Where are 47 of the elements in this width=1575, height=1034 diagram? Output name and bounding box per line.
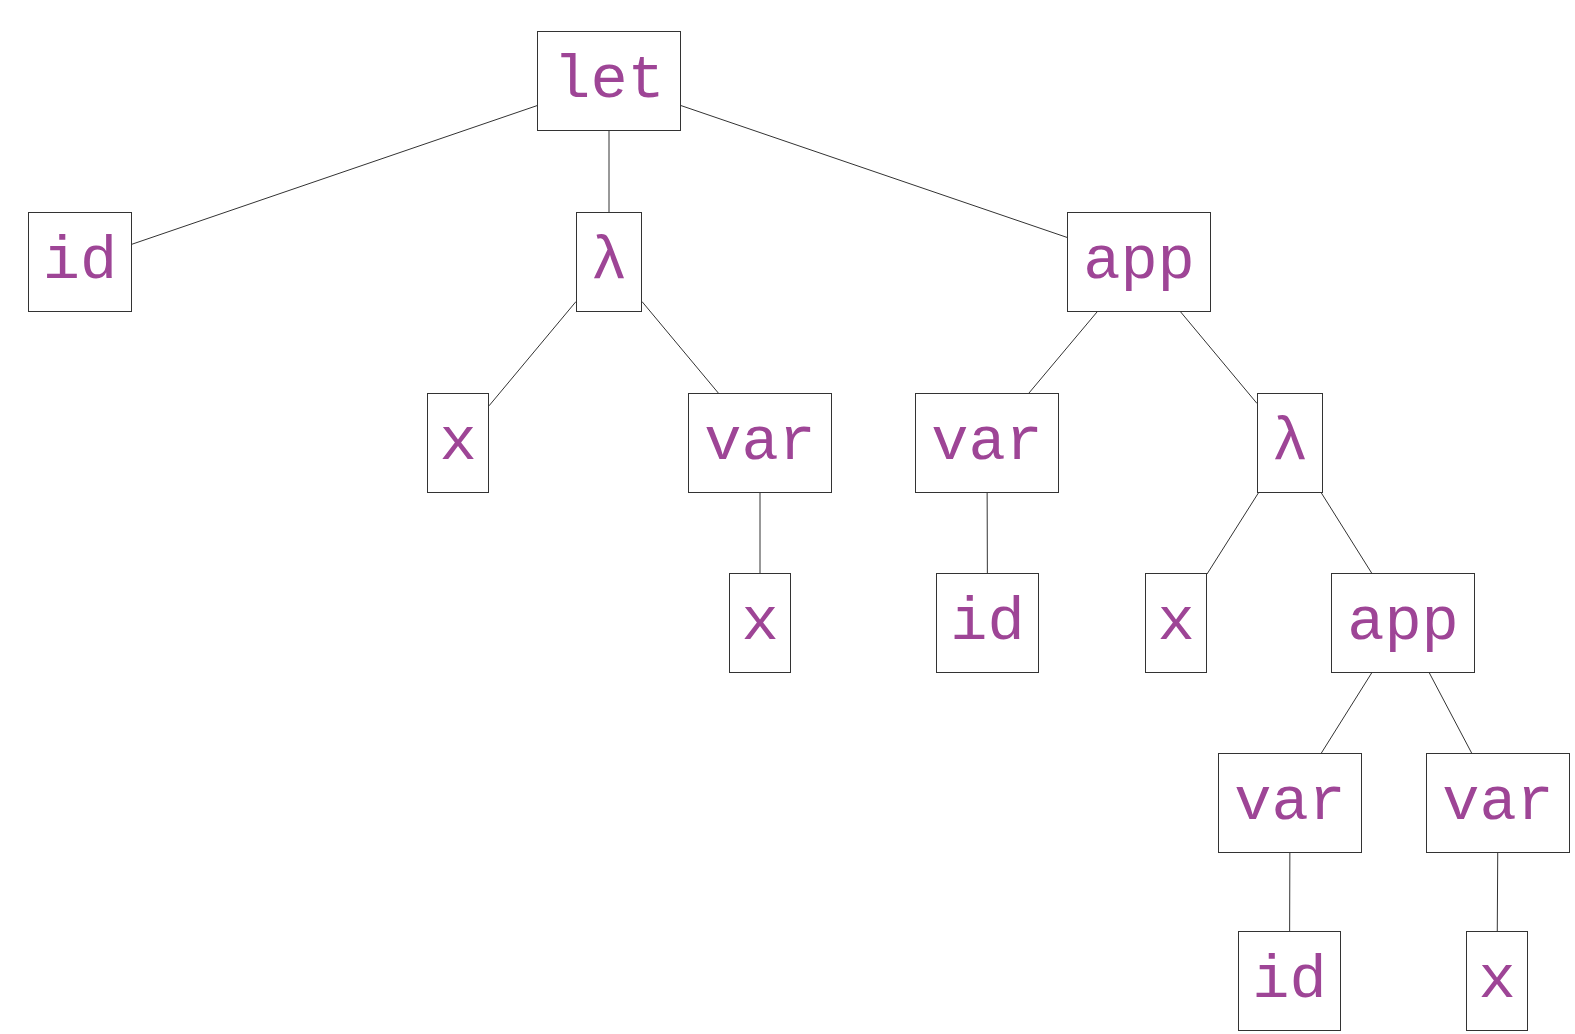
connector-line bbox=[759, 492, 761, 574]
node-label: var bbox=[1234, 772, 1346, 834]
tree-node-box bbox=[1331, 573, 1475, 673]
tree-node-box bbox=[915, 393, 1059, 493]
node-label: λ bbox=[590, 231, 628, 293]
node-label: app bbox=[1347, 592, 1459, 654]
node-label: x bbox=[439, 412, 477, 474]
node-label: let bbox=[553, 50, 665, 112]
tree-node-box bbox=[1238, 931, 1341, 1031]
connector-line bbox=[680, 105, 1068, 238]
tree-node-box bbox=[576, 212, 642, 312]
connector-line bbox=[1428, 672, 1473, 754]
tree-node-box bbox=[1426, 753, 1570, 853]
node-label: app bbox=[1083, 231, 1195, 293]
tree-node-box bbox=[688, 393, 832, 493]
node-label: x bbox=[1478, 950, 1516, 1012]
connector-line bbox=[641, 301, 719, 394]
tree-node-box bbox=[936, 573, 1039, 673]
tree-node-box bbox=[1257, 393, 1323, 493]
connector-line bbox=[1289, 852, 1291, 932]
connector-line bbox=[1180, 311, 1258, 404]
connector-line bbox=[1320, 672, 1373, 754]
node-label: var bbox=[931, 412, 1043, 474]
node-label: id bbox=[1252, 950, 1327, 1012]
node-label: x bbox=[1157, 592, 1195, 654]
node-label: λ bbox=[1271, 412, 1309, 474]
tree-node-box bbox=[1067, 212, 1211, 312]
connector-line bbox=[608, 130, 610, 213]
connector-line bbox=[1320, 492, 1373, 574]
connector-line bbox=[1206, 492, 1259, 575]
node-label: x bbox=[741, 592, 779, 654]
connector-line bbox=[986, 492, 988, 574]
connector-line bbox=[131, 105, 538, 245]
node-label: id bbox=[950, 592, 1025, 654]
tree-node-box bbox=[1218, 753, 1362, 853]
node-label: var bbox=[1442, 772, 1554, 834]
tree-node-box bbox=[1466, 931, 1528, 1031]
connector-line bbox=[1028, 311, 1098, 394]
connector-line bbox=[1496, 852, 1499, 932]
tree-node-box bbox=[729, 573, 791, 673]
node-label: var bbox=[704, 412, 816, 474]
tree-node-box bbox=[537, 31, 681, 131]
tree-node-box bbox=[28, 212, 132, 312]
node-label: id bbox=[42, 231, 118, 293]
tree-node-box bbox=[427, 393, 489, 493]
tree-node-box bbox=[1145, 573, 1207, 673]
connector-line bbox=[488, 301, 577, 407]
